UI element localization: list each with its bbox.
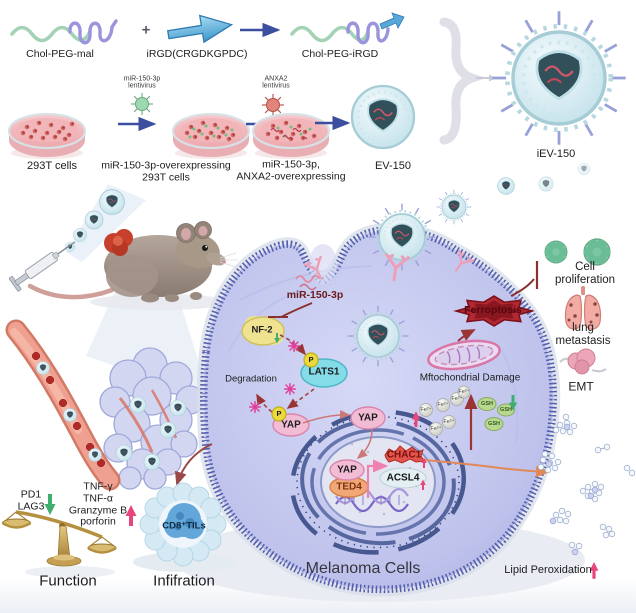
tumor-vesicle (143, 453, 161, 471)
emt-cell-icon (559, 348, 607, 375)
floating-vesicle (436, 189, 472, 226)
proliferating-cells-icon (582, 238, 612, 266)
lats1-protein (300, 352, 348, 388)
dish-mir-overexpressing (171, 112, 251, 161)
yap-tead4-complex (329, 459, 369, 498)
balance-scale-icon (1, 510, 117, 567)
pd1-down-arrow (44, 494, 56, 515)
tumor-mass (99, 347, 205, 490)
syringe (8, 241, 76, 292)
ev150-vesicle (350, 84, 416, 150)
iron-ions (419, 385, 471, 436)
p-yap-complex (271, 406, 310, 437)
irgd-arrow-icon (166, 14, 234, 44)
mitochondrion (427, 339, 501, 371)
anxa2-lentivirus-icon (261, 93, 285, 117)
tumor-vesicle (159, 421, 177, 439)
pathway-arrows (174, 261, 550, 498)
lipid-up-arrow (589, 562, 599, 579)
blood-vessel (5, 319, 121, 491)
dish-anxa2-overexpressing (251, 112, 331, 161)
mouse (27, 221, 238, 303)
ferroptosis-star (455, 295, 533, 327)
floating-vesicle (497, 177, 515, 195)
tumor-vesicle (129, 396, 147, 414)
cytokine-up-arrow (125, 505, 137, 526)
mir-squiggle (295, 275, 321, 283)
floating-vesicle (577, 162, 591, 176)
cd8-til-cell (139, 482, 227, 567)
beam-vesicle (84, 210, 104, 230)
mir-lentivirus-icon (130, 92, 154, 116)
beam-vesicle (99, 189, 125, 215)
chac1-blob (384, 445, 425, 464)
block-mark (287, 339, 301, 353)
scale-shadow (25, 566, 115, 578)
acsl4-blob (379, 467, 427, 489)
floating-vesicle (538, 176, 554, 192)
chol-peg-irgd-molecule-icon (290, 12, 405, 45)
chol-peg-mal-molecule-icon (10, 19, 118, 45)
block-mark (248, 400, 262, 414)
gsh-molecules (477, 397, 515, 431)
nf2-protein (241, 316, 285, 346)
tumor-vesicle (115, 444, 133, 462)
melanoma-cell (204, 230, 553, 590)
brace (439, 17, 496, 145)
dish-293t (7, 112, 87, 161)
lipid-bubbles (537, 413, 636, 556)
injection-beam (66, 184, 146, 262)
tumor-vesicle (169, 399, 187, 417)
mir-squiggle (299, 283, 317, 291)
yap-protein (350, 406, 386, 430)
block-mark (283, 382, 297, 396)
lungs-icon (564, 286, 602, 330)
iev150-vesicle (492, 11, 625, 144)
proliferating-cells-icon (544, 240, 568, 264)
beam-vesicle (73, 228, 87, 242)
dna-helix (335, 487, 409, 513)
